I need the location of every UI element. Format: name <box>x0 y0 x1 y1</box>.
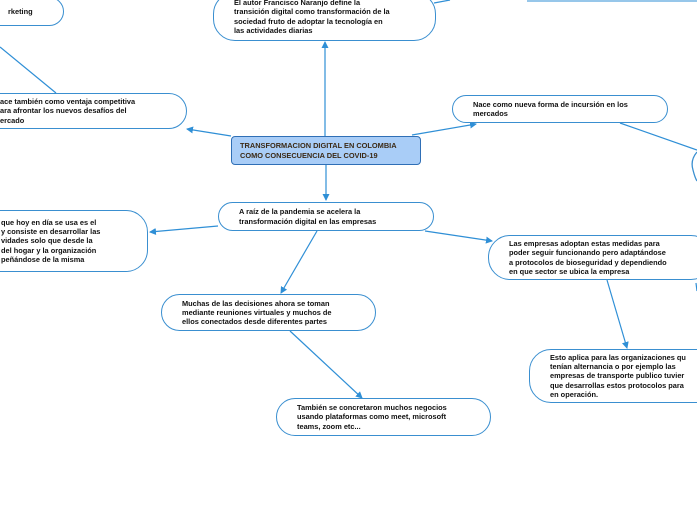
subtopic-biosecurity-protocols-text: Las empresas adoptan estas medidas para … <box>509 239 667 276</box>
connector-root-right <box>411 121 477 136</box>
connector-rightmid-offscreen <box>619 122 697 151</box>
subtopic-competitive-advantage[interactable]: ace también como ventaja competitiva ara… <box>0 93 187 129</box>
subtopic-remote-work-text: que hoy en día se usa es el y consiste e… <box>1 218 101 264</box>
subtopic-market-incursion[interactable]: Nace como nueva forma de incursión en lo… <box>452 95 668 123</box>
subtopic-remote-work[interactable]: que hoy en día se usa es el y consiste e… <box>0 210 148 272</box>
connector-topleft-leftmid <box>0 46 57 94</box>
subtopic-public-transport[interactable]: Esto aplica para las organizaciones qu t… <box>529 349 697 403</box>
central-topic-text: TRANSFORMACION DIGITAL EN COLOMBIA COMO … <box>240 141 397 160</box>
right-edge-node-fragment <box>691 151 697 182</box>
subtopic-author-definition[interactable]: El autor Francisco Naranjo define la tra… <box>213 0 436 41</box>
connector-center-lower <box>280 230 318 294</box>
subtopic-author-definition-text: El autor Francisco Naranjo define la tra… <box>234 0 390 35</box>
connector-lower-bottom <box>289 330 363 399</box>
subtopic-virtual-meetings[interactable]: Muchas de las decisiones ahora se toman … <box>161 294 376 331</box>
subtopic-pandemic-acceleration[interactable]: A raíz de la pandemia se acelera la tran… <box>218 202 434 231</box>
subtopic-biosecurity-protocols[interactable]: Las empresas adoptan estas medidas para … <box>488 235 697 280</box>
subtopic-pandemic-acceleration-text: A raíz de la pandemia se acelera la tran… <box>239 207 377 226</box>
subtopic-competitive-advantage-text: ace también como ventaja competitiva ara… <box>0 97 136 125</box>
subtopic-online-platforms[interactable]: También se concretaron muchos negocios u… <box>276 398 491 436</box>
connector-top-offscreen <box>433 0 451 4</box>
subtopic-marketing-text: rketing <box>8 6 33 16</box>
subtopic-online-platforms-text: También se concretaron muchos negocios u… <box>297 403 447 431</box>
connector-center-left <box>149 225 219 235</box>
central-topic[interactable]: TRANSFORMACION DIGITAL EN COLOMBIA COMO … <box>231 136 421 165</box>
subtopic-public-transport-text: Esto aplica para las organizaciones qu t… <box>550 353 686 399</box>
connector-center-right <box>424 230 493 244</box>
subtopic-market-incursion-text: Nace como nueva forma de incursión en lo… <box>473 99 628 118</box>
connector-root-left <box>186 126 232 137</box>
connector-right-bottom <box>606 279 629 349</box>
subtopic-marketing[interactable]: rketing <box>0 0 64 26</box>
subtopic-virtual-meetings-text: Muchas de las decisiones ahora se toman … <box>182 298 332 327</box>
